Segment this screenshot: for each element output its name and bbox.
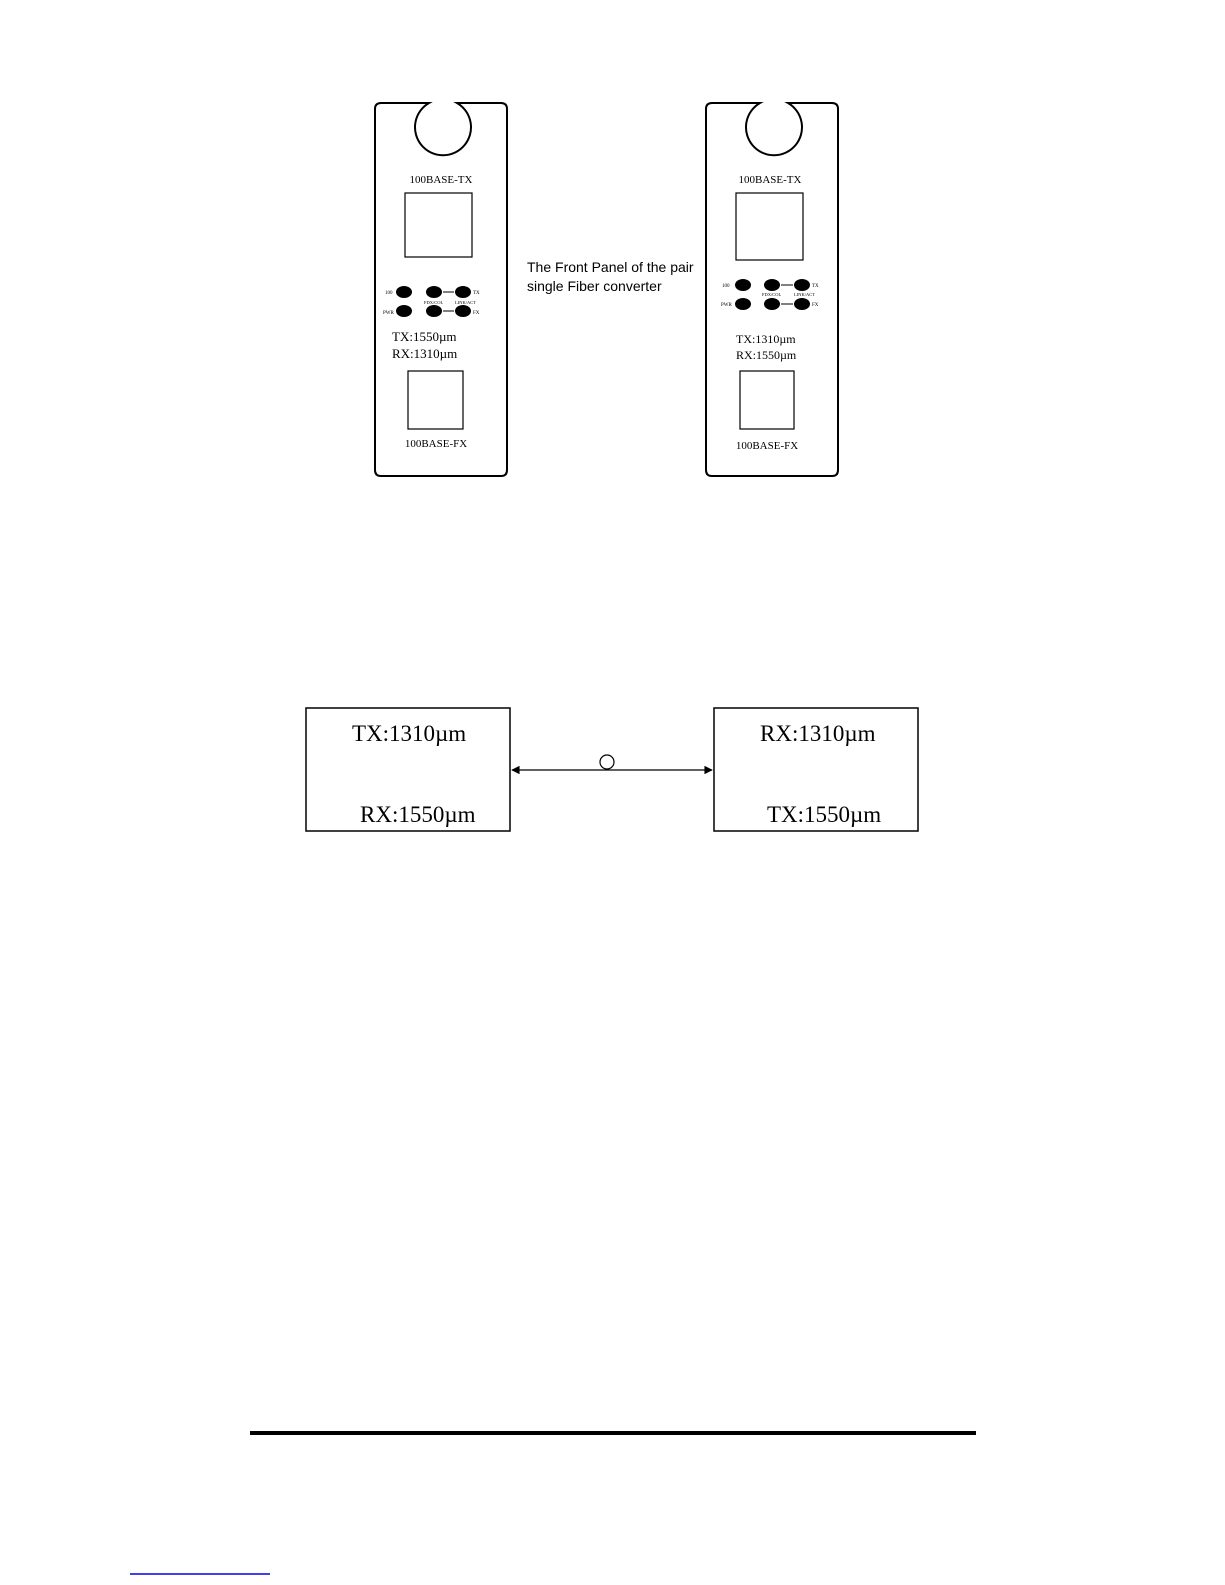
fiber-cable-marker bbox=[600, 755, 614, 769]
led-label-tx: TX bbox=[473, 291, 480, 296]
led-label-link: LINK/ACT bbox=[455, 300, 476, 305]
led-label-fdx: FDX/COL bbox=[762, 292, 782, 297]
led-label-tx: TX bbox=[812, 284, 819, 289]
led-fdx-indicator bbox=[426, 286, 442, 298]
caption-line-2: single Fiber converter bbox=[527, 278, 662, 294]
led-fx-link-indicator bbox=[764, 298, 780, 310]
led-100-indicator bbox=[735, 279, 751, 291]
led-label-pwr: PWR bbox=[721, 303, 733, 308]
wavelength-rx: RX:1310µm bbox=[392, 346, 457, 361]
led-fdx-indicator bbox=[764, 279, 780, 291]
front-panel-right: 100BASE-TX 100 TX FDX/COL LINK/ACT PWR F… bbox=[706, 103, 838, 476]
right-box-tx-label: TX:1550µm bbox=[767, 802, 881, 827]
led-label-fdx: FDX/COL bbox=[424, 300, 444, 305]
bottom-port-label: 100BASE-FX bbox=[405, 438, 467, 450]
led-label-link: LINK/ACT bbox=[794, 292, 815, 297]
left-box-rx-label: RX:1550µm bbox=[360, 802, 476, 827]
led-pwr-indicator bbox=[735, 298, 751, 310]
link-diagram: TX:1310µm RX:1550µm RX:1310µm TX:1550µm bbox=[306, 708, 918, 831]
led-pwr-indicator bbox=[396, 305, 412, 317]
led-fx-link-indicator bbox=[426, 305, 442, 317]
led-tx-indicator bbox=[794, 279, 810, 291]
led-label-100: 100 bbox=[722, 284, 730, 289]
led-tx-indicator bbox=[455, 286, 471, 298]
front-panel-left: 100BASE-TX 100 TX FDX/COL LINK/ACT PWR F… bbox=[375, 103, 507, 476]
rj45-port bbox=[736, 193, 803, 260]
right-box-rx-label: RX:1310µm bbox=[760, 721, 876, 746]
led-fx-indicator bbox=[794, 298, 810, 310]
rj45-port bbox=[405, 193, 472, 257]
led-label-fx: FX bbox=[812, 303, 819, 308]
caption-line-1: The Front Panel of the pair bbox=[527, 259, 694, 275]
wavelength-tx: TX:1550µm bbox=[392, 329, 457, 344]
led-fx-indicator bbox=[455, 305, 471, 317]
top-port-label: 100BASE-TX bbox=[739, 174, 802, 186]
bottom-port-label: 100BASE-FX bbox=[736, 440, 798, 452]
wavelength-rx: RX:1550µm bbox=[736, 348, 797, 362]
led-label-fx: FX bbox=[473, 311, 480, 316]
left-box-tx-label: TX:1310µm bbox=[352, 721, 466, 746]
led-label-pwr: PWR bbox=[383, 311, 395, 316]
led-label-100: 100 bbox=[385, 291, 393, 296]
led-100-indicator bbox=[396, 286, 412, 298]
wavelength-tx: TX:1310µm bbox=[736, 332, 796, 346]
top-port-label: 100BASE-TX bbox=[410, 174, 473, 186]
fiber-port bbox=[740, 371, 794, 429]
fiber-port bbox=[408, 371, 463, 429]
